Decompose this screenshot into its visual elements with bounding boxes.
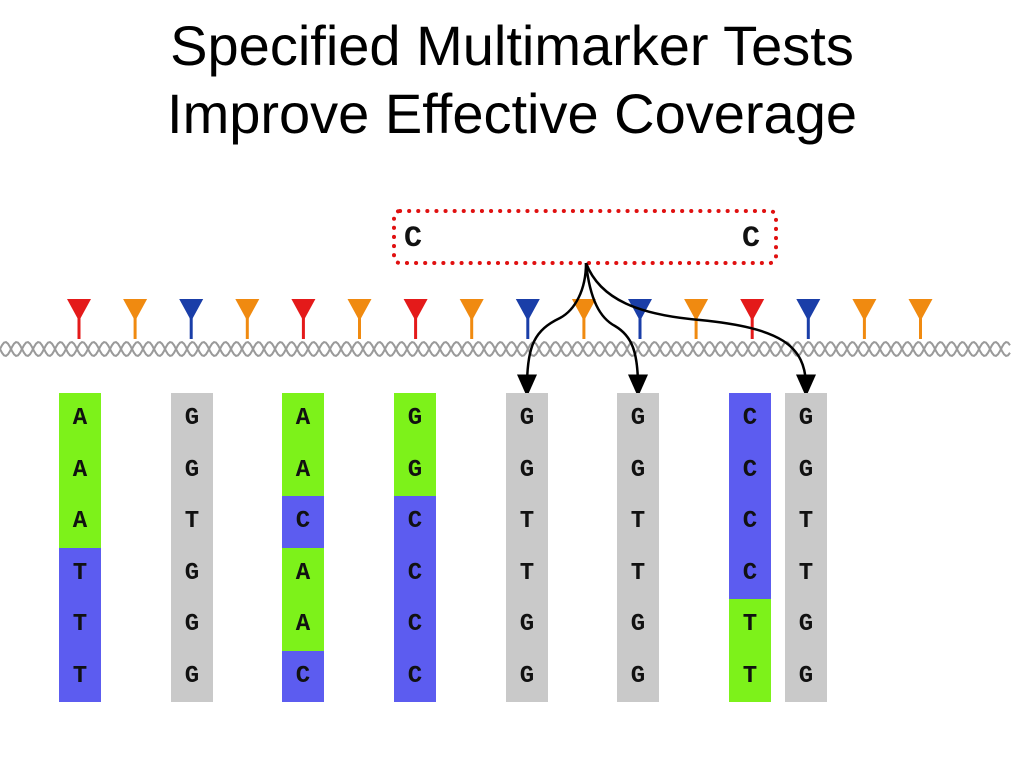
snp-marker: [796, 299, 821, 339]
snp-marker: [515, 299, 540, 339]
genotype-cell: G: [171, 650, 213, 702]
helix-strand: [0, 340, 1011, 358]
snp-marker: [908, 299, 933, 339]
genotype-cell: G: [394, 444, 436, 496]
genotype-cell: G: [171, 599, 213, 651]
genotype-cell: G: [785, 393, 827, 445]
snp-marker: [123, 299, 148, 339]
genotype-cell: C: [394, 650, 436, 702]
snp-marker: [684, 299, 709, 339]
genotype-cell: G: [506, 444, 548, 496]
arrow-to-column-6: [584, 262, 648, 397]
genotype-cell: T: [171, 496, 213, 548]
snp-markers: [67, 299, 933, 339]
genotype-cell: C: [282, 496, 324, 548]
genotype-cell: T: [59, 547, 101, 599]
arrow-to-column-8: [584, 262, 816, 397]
genotype-cell: G: [785, 444, 827, 496]
genotype-cell: G: [617, 444, 659, 496]
genotype-cell: G: [785, 599, 827, 651]
box-left-allele: C: [404, 222, 423, 256]
snp-marker: [347, 299, 372, 339]
genotype-cell: C: [729, 496, 771, 548]
box-right-allele: C: [742, 222, 761, 256]
dna-helix: [0, 340, 1011, 358]
genotype-cell: G: [617, 650, 659, 702]
snp-marker: [67, 299, 91, 339]
snp-marker: [403, 299, 428, 339]
genotype-cell: T: [506, 496, 548, 548]
genotype-cell: A: [59, 444, 101, 496]
slide-title: Specified Multimarker Tests Improve Effe…: [0, 12, 1024, 148]
genotype-cell: T: [785, 547, 827, 599]
genotype-cell: C: [282, 650, 324, 702]
genotype-cell: G: [785, 650, 827, 702]
snp-marker: [571, 299, 596, 339]
genotype-cell: A: [59, 496, 101, 548]
snp-marker: [459, 299, 484, 339]
snp-marker: [740, 299, 765, 339]
genotype-cell: G: [617, 393, 659, 445]
genotype-cell: T: [617, 547, 659, 599]
genotype-cell: G: [506, 650, 548, 702]
genotype-cell: A: [282, 393, 324, 445]
title-line-2: Improve Effective Coverage: [167, 82, 857, 145]
genotype-cell: A: [282, 547, 324, 599]
helix-strand: [0, 340, 1011, 358]
genotype-cell: C: [729, 444, 771, 496]
genotype-cell: A: [59, 393, 101, 445]
genotype-cell: G: [617, 599, 659, 651]
genotype-cell: C: [729, 393, 771, 445]
snp-marker: [235, 299, 260, 339]
genotype-cell: C: [729, 547, 771, 599]
genotype-cell: T: [785, 496, 827, 548]
genotype-cell: C: [394, 496, 436, 548]
genotype-cell: T: [59, 599, 101, 651]
genotype-cell: A: [282, 444, 324, 496]
snp-marker: [179, 299, 204, 339]
genotype-cell: T: [59, 650, 101, 702]
snp-marker: [291, 299, 316, 339]
title-line-1: Specified Multimarker Tests: [170, 14, 854, 77]
genotype-cell: T: [729, 650, 771, 702]
tag-arrows: [517, 262, 816, 397]
genotype-cell: T: [506, 547, 548, 599]
haplotype-box: [392, 209, 778, 265]
genotype-cell: G: [394, 393, 436, 445]
genotype-cell: T: [617, 496, 659, 548]
snp-marker: [852, 299, 877, 339]
genotype-cell: G: [506, 599, 548, 651]
genotype-cell: T: [729, 599, 771, 651]
genotype-cell: G: [171, 547, 213, 599]
genotype-cell: G: [171, 393, 213, 445]
genotype-cell: A: [282, 599, 324, 651]
arrow-to-column-5: [517, 262, 588, 397]
genotype-cell: C: [394, 599, 436, 651]
genotype-cell: G: [171, 444, 213, 496]
genotype-cell: C: [394, 547, 436, 599]
genotype-cell: G: [506, 393, 548, 445]
